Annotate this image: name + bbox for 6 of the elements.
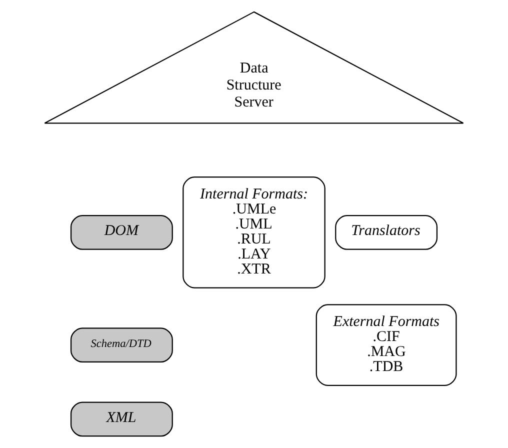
- node-box: Translators: [335, 215, 438, 250]
- node-box: Internal Formats: .UMLe .UML .RUL .LAY .XTR: [182, 176, 326, 288]
- node-box: XML: [70, 402, 173, 437]
- node-box: DOM: [70, 215, 173, 250]
- node-box: Schema/DTD: [70, 328, 173, 362]
- node-box: External Formats .CIF .MAG .TDB: [316, 304, 457, 386]
